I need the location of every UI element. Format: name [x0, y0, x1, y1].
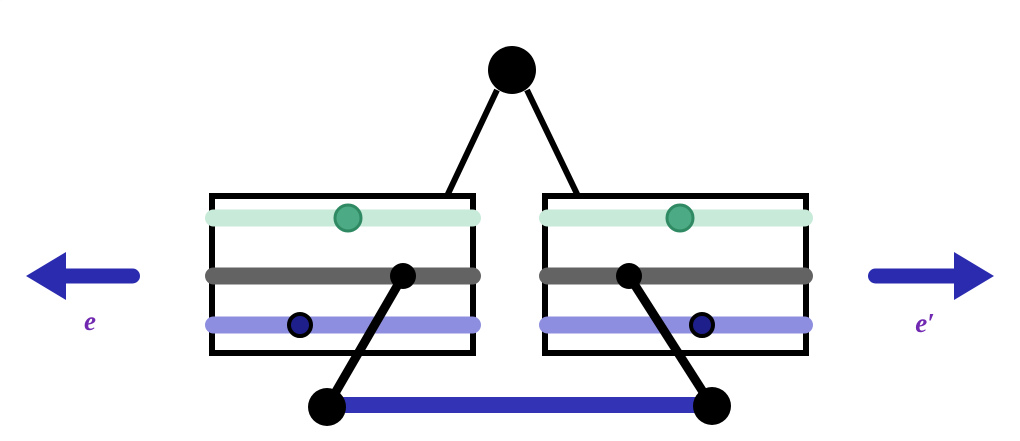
left-origin-node — [308, 388, 346, 426]
right-arrow-icon — [868, 252, 994, 300]
right-origin-label: o′ — [0, 0, 12, 7]
right-green-node — [665, 203, 695, 233]
left-section-line — [323, 273, 407, 410]
right-origin-node — [693, 387, 731, 425]
apex-node — [488, 46, 536, 94]
left-purple-bar — [205, 316, 481, 334]
left-arrow-head — [26, 252, 66, 300]
right-black-node — [616, 263, 642, 289]
right-arrow-shaft — [868, 268, 962, 284]
left-navy-node — [287, 312, 313, 338]
left-arrow-icon — [26, 252, 140, 300]
left-arrow-label: e — [84, 306, 96, 336]
edge-apex-to-right-box — [524, 88, 581, 198]
right-sheet-group — [539, 193, 813, 356]
right-purple-bar — [539, 316, 813, 334]
left-arrow-shaft — [52, 268, 140, 284]
edge-apex-to-left-box — [444, 88, 500, 198]
left-black-node — [390, 263, 416, 289]
right-section-line — [625, 273, 716, 409]
left-origin-label: o — [0, 0, 8, 7]
left-gray-bar — [205, 267, 481, 285]
right-gray-bar — [539, 267, 813, 285]
right-arrow-label: e′ — [915, 308, 935, 338]
right-navy-node — [689, 312, 715, 338]
left-green-node — [333, 203, 363, 233]
right-arrow-head — [954, 252, 994, 300]
